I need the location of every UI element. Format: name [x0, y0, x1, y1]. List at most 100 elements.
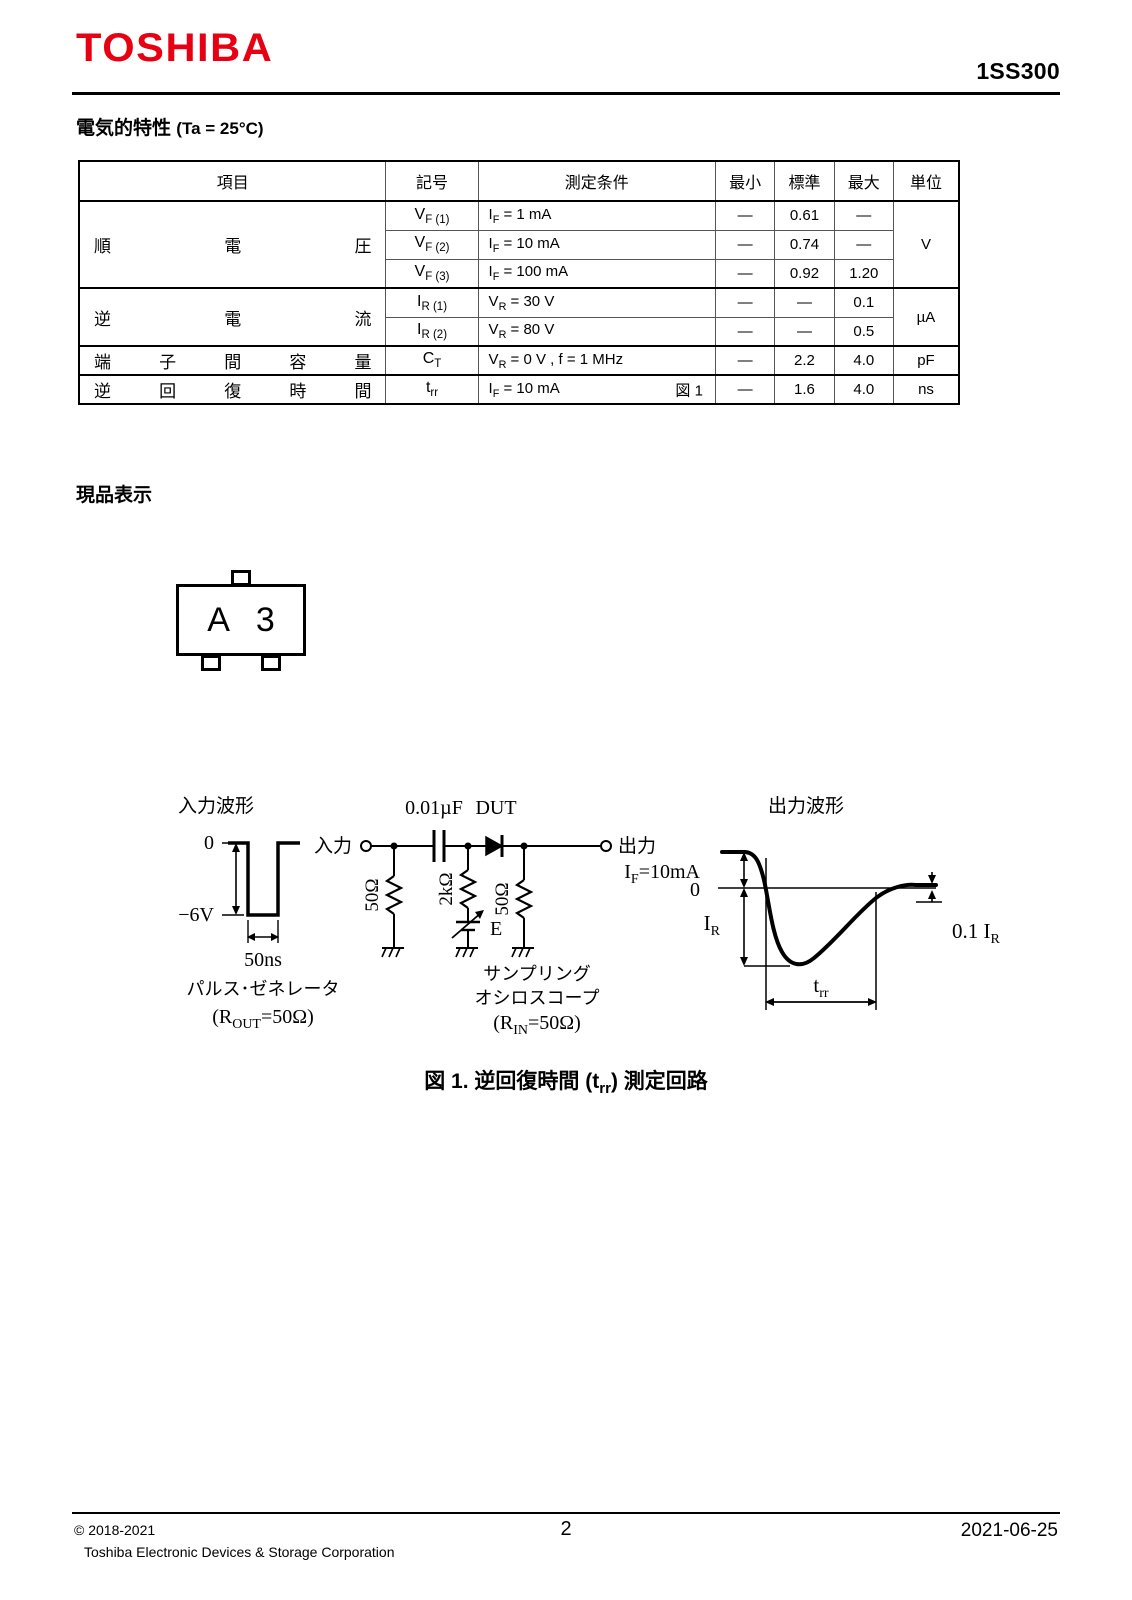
- max-vf1: —: [833, 200, 894, 231]
- resistor-bias-label: 2kΩ: [436, 872, 457, 905]
- figure-caption-head: 図 1. 逆回復時間 (t: [424, 1070, 600, 1093]
- symbol-text: VF (3): [414, 263, 450, 284]
- symbol-ct: CT: [385, 345, 479, 376]
- ground-load: [511, 947, 534, 958]
- min-ir1: —: [714, 287, 776, 318]
- symbol-trr: trr: [385, 374, 479, 405]
- col-header-typ: 標準: [774, 160, 835, 202]
- figure-reference: 図 1: [675, 382, 703, 399]
- max-vf3: 1.20: [833, 258, 894, 289]
- trr-label: trr: [813, 973, 829, 1001]
- input-terminal: [360, 840, 372, 852]
- ir-arrow-head-bottom: [740, 957, 748, 966]
- condition-ct: VR = 0 V , f = 1 MHz: [477, 345, 716, 376]
- col-header-item: 項目: [78, 160, 387, 202]
- symbol-text: IR (2): [416, 321, 448, 342]
- symbol-vf1: VF (1): [385, 200, 479, 231]
- symbol-vf2: VF (2): [385, 229, 479, 260]
- figure-1-diagram: 入力波形 0 −6V 50ns パルス･ゼネレータ (ROUT=50Ω) 入力: [0, 780, 1132, 1070]
- max-vf2: —: [833, 229, 894, 260]
- electrical-title-condition: (Ta = 25°C): [176, 119, 264, 138]
- resistor-source-label: 50Ω: [362, 878, 383, 911]
- table-row: VF (3) IF = 100 mA — 0.92 1.20: [79, 258, 959, 289]
- min-trr: —: [714, 374, 776, 405]
- ir-arrow-head-top: [740, 888, 748, 897]
- width-arrow-right: [271, 933, 279, 941]
- col-header-max: 最大: [833, 160, 894, 202]
- pulse-generator-label: パルス･ゼネレータ: [187, 979, 340, 999]
- condition-text: VR = 0 V , f = 1 MHz: [488, 350, 624, 371]
- table-row: 逆 回 復 時 間 trr IF = 10 mA 図 1 — 1.6 4.0 n…: [78, 374, 960, 405]
- max-ir2: 0.5: [833, 316, 894, 347]
- typ-ct: 2.2: [774, 345, 835, 376]
- marking-char-right: 3: [255, 600, 275, 639]
- col-header-unit: 単位: [892, 160, 960, 202]
- resistor-source-zigzag: [384, 875, 404, 915]
- package-pin-bottom-left: [201, 655, 221, 671]
- supply-variable-arrow-line: [451, 911, 483, 939]
- typ-trr: 1.6: [774, 374, 835, 405]
- figure-caption-sub: rr: [599, 1080, 611, 1098]
- symbol-text: trr: [425, 379, 439, 400]
- max-ir1: 0.1: [833, 287, 894, 318]
- tenth-reverse-current-label: 0.1 IR: [952, 919, 1001, 947]
- table-row: 端 子 間 容 量 CT VR = 0 V , f = 1 MHz — 2.2 …: [78, 345, 960, 376]
- trr-arrow-left: [765, 998, 774, 1006]
- table-row: 順 電 圧 VF (1) IF = 1 mA — 0.61 — V: [78, 200, 960, 289]
- typ-ir1: —: [774, 287, 835, 318]
- min-vf2: —: [714, 229, 776, 260]
- page-number: 2: [560, 1518, 572, 1540]
- output-zero-label: 0: [690, 879, 700, 901]
- unit-microamp: µA: [892, 287, 960, 347]
- reverse-recovery-trace: [720, 850, 938, 967]
- if-arrow-head-bottom: [740, 879, 748, 888]
- supply-variable-arrow-head: [475, 910, 484, 919]
- condition-ir1: VR = 30 V: [477, 287, 716, 318]
- output-terminal: [600, 840, 612, 852]
- max-trr: 4.0: [833, 374, 894, 405]
- condition-text: IF = 10 mA: [488, 234, 560, 255]
- package-pin-bottom-right: [261, 655, 281, 671]
- header-divider: [72, 92, 1060, 95]
- bias-supply-label: E: [490, 918, 502, 940]
- ground-bias: [455, 947, 478, 958]
- item-forward-voltage: 順 電 圧: [78, 200, 387, 289]
- amplitude-arrow-head-down: [232, 906, 240, 915]
- circuit-output-label: 出力: [618, 835, 656, 857]
- symbol-vf3: VF (3): [385, 258, 479, 289]
- condition-text: VR = 30 V: [488, 292, 555, 313]
- condition-trr: IF = 10 mA 図 1: [477, 374, 716, 405]
- input-level-zero-label: 0: [204, 832, 214, 854]
- page-footer: © 2018-2021 Toshiba Electronic Devices &…: [0, 1518, 1132, 1578]
- copyright-years: © 2018-2021: [74, 1522, 156, 1538]
- reverse-current-label: IR: [704, 911, 721, 939]
- resistor-load-label: 50Ω: [492, 882, 513, 915]
- typ-vf1: 0.61: [774, 200, 835, 231]
- input-pulse-trace: [228, 841, 300, 917]
- condition-text: IF = 10 mA: [488, 379, 560, 400]
- item-reverse-recovery-time: 逆 回 復 時 間: [78, 374, 387, 405]
- company-name: Toshiba Electronic Devices & Storage Cor…: [84, 1543, 395, 1560]
- marking-title: 現品表示: [76, 485, 153, 506]
- package-marking-diagram: A 3: [176, 568, 306, 673]
- page-header: TOSHIBA 1SS300: [0, 0, 1132, 95]
- electrical-title-main: 電気的特性: [76, 118, 172, 139]
- figure-1-svg: 入力波形 0 −6V 50ns パルス･ゼネレータ (ROUT=50Ω) 入力: [178, 795, 1001, 1038]
- condition-vf2: IF = 10 mA: [477, 229, 716, 260]
- pulse-generator-rout-label: (ROUT=50Ω): [212, 1006, 314, 1032]
- pulse-width-label: 50ns: [244, 949, 282, 971]
- footer-divider: [72, 1512, 1060, 1514]
- min-ct: —: [714, 345, 776, 376]
- output-waveform-title: 出力波形: [768, 795, 844, 817]
- width-arrow-left: [247, 933, 255, 941]
- tenth-ir-arrow-head-down: [928, 890, 936, 899]
- col-header-condition: 測定条件: [477, 160, 716, 202]
- table-row: VF (2) IF = 10 mA — 0.74 —: [79, 229, 959, 260]
- resistor-bias-zigzag: [458, 869, 478, 909]
- col-header-symbol: 記号: [385, 160, 479, 202]
- min-vf3: —: [714, 258, 776, 289]
- unit-volt: V: [892, 200, 960, 289]
- condition-text: IF = 100 mA: [488, 263, 569, 284]
- symbol-ir1: IR (1): [385, 287, 479, 318]
- typ-ir2: —: [774, 316, 835, 347]
